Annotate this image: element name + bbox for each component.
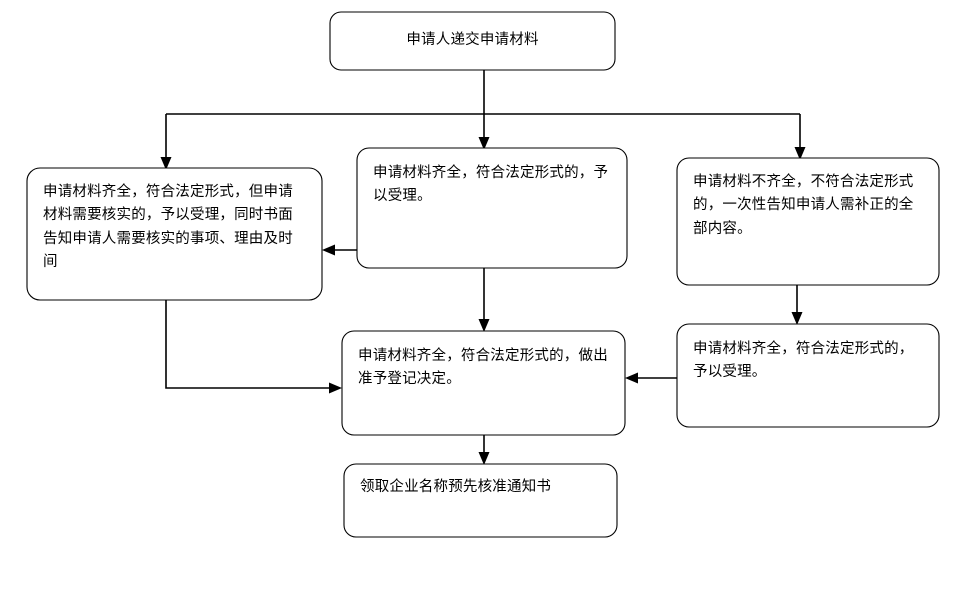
arrowhead-incomplete-notify-to-accept-after-fix <box>791 312 803 325</box>
node-label-incomplete-notify: 申请材料不齐全，不符合法定形式的，一次性告知申请人需补正的全部内容。 <box>693 174 914 237</box>
arrowhead-approve-register-to-receive-notice <box>478 452 490 465</box>
node-label-accept-complete: 申请材料齐全，符合法定形式的，予以受理。 <box>373 165 609 205</box>
node-label-approve-register: 申请材料齐全，符合法定形式的，做出准予登记决定。 <box>358 348 608 388</box>
arrowhead-accept-complete-to-verify-needed <box>322 244 335 256</box>
node-label-receive-notice: 领取企业名称预先核准通知书 <box>360 479 552 495</box>
arrowhead-bus-to-incomplete-notify <box>794 147 806 160</box>
node-box-verify-needed[interactable] <box>26 167 323 301</box>
node-box-accept-complete[interactable] <box>356 147 628 269</box>
arrowhead-bus-to-verify-needed <box>160 157 172 170</box>
node-box-approve-register[interactable] <box>341 330 626 436</box>
arrowhead-accept-after-fix-to-approve-register <box>625 372 638 384</box>
node-box-receive-notice[interactable] <box>343 463 618 538</box>
arrowhead-verify-needed-to-approve-register <box>329 382 342 394</box>
node-label-submit: 申请人递交申请材料 <box>406 32 539 49</box>
node-label-verify-needed: 申请材料齐全，符合法定形式，但申请材料需要核实的，予以受理，同时书面告知申请人需… <box>43 184 293 271</box>
arrowhead-bus-to-accept-complete <box>478 137 490 150</box>
node-box-accept-after-fix[interactable] <box>676 323 940 428</box>
node-box-incomplete-notify[interactable] <box>676 157 940 286</box>
node-label-accept-after-fix: 申请材料齐全，符合法定形式的，予以受理。 <box>693 341 914 381</box>
arrowhead-accept-complete-to-approve-register <box>478 319 490 332</box>
node-box-submit[interactable] <box>329 11 616 71</box>
connector-verify-needed-to-approve-register <box>165 300 332 389</box>
